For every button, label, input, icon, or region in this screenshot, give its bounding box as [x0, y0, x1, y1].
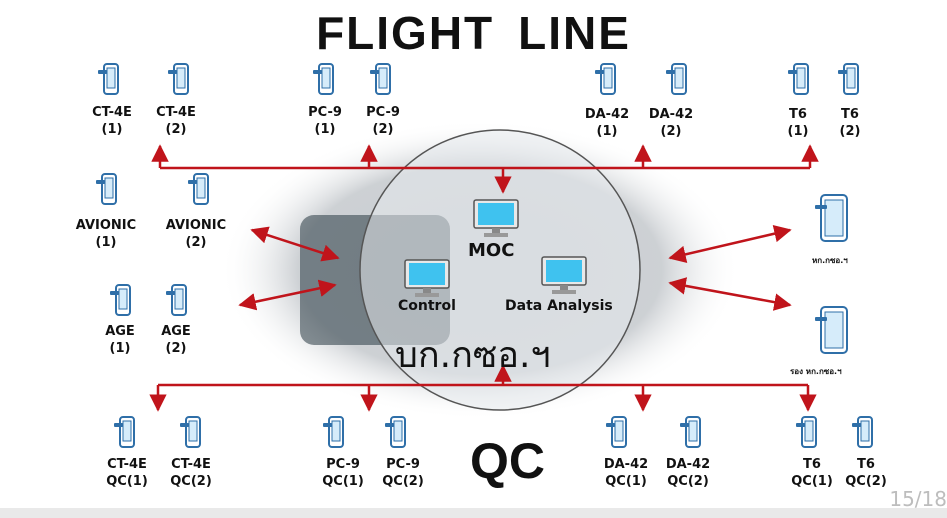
- device-label-pc9-2: PC-9(2): [366, 105, 400, 137]
- device-icon-pc9-2: [369, 63, 391, 95]
- device-icon-da42-2: [665, 63, 687, 95]
- arrow-avionic: [250, 226, 340, 262]
- device-icon-ct4e-qc2: [179, 416, 201, 448]
- device-icon-ct4e-1: [97, 63, 119, 95]
- arrow-deputy-hk: [668, 277, 792, 311]
- tablet-icon-hk: [814, 194, 848, 242]
- device-icon-avionic-2: [187, 173, 209, 205]
- device-icon-pc9-qc2: [384, 416, 406, 448]
- device-icon-t6-qc2: [851, 416, 873, 448]
- footer-bar: [0, 508, 947, 518]
- arrow-age: [238, 279, 337, 311]
- device-icon-ct4e-2: [167, 63, 189, 95]
- tablet-label-deputy-hk: รอง หก.กซอ.ฯ: [790, 367, 842, 376]
- page-number: 15/18: [889, 487, 947, 511]
- device-label-avionic-1: AVIONIC(1): [75, 218, 137, 250]
- arrow-hk: [668, 225, 792, 263]
- device-icon-da42-1: [594, 63, 616, 95]
- page-title: FLIGHT LINE: [0, 6, 947, 60]
- device-icon-avionic-1: [95, 173, 117, 205]
- tablet-icon-deputy-hk: [814, 306, 848, 354]
- device-icon-da42-qc2: [679, 416, 701, 448]
- device-label-t6-2: T6(2): [839, 107, 861, 139]
- device-icon-ct4e-qc1: [113, 416, 135, 448]
- device-label-da42-2: DA-42(2): [648, 107, 694, 139]
- device-label-age-2: AGE(2): [161, 324, 191, 356]
- control-label: Control: [398, 298, 456, 314]
- qc-label: QC: [470, 433, 545, 489]
- device-label-ct4e-1: CT-4E(1): [92, 105, 132, 137]
- center-circle: [359, 129, 641, 411]
- device-icon-t6-1: [787, 63, 809, 95]
- device-icon-age-2: [165, 284, 187, 316]
- device-label-avionic-2: AVIONIC(2): [165, 218, 227, 250]
- device-label-age-1: AGE(1): [105, 324, 135, 356]
- device-label-t6-1: T6(1): [787, 107, 809, 139]
- title-word-line: LINE: [518, 7, 631, 59]
- data-analysis-label: Data Analysis: [505, 298, 613, 314]
- device-icon-age-1: [109, 284, 131, 316]
- unit-name: บก.กซอ.ฯ: [395, 335, 551, 376]
- device-label-ct4e-2: CT-4E(2): [156, 105, 196, 137]
- title-word-flight: FLIGHT: [316, 7, 495, 59]
- moc-label: MOC: [468, 240, 515, 261]
- tablet-label-hk: หก.กซอ.ฯ: [812, 256, 848, 265]
- device-icon-t6-qc1: [795, 416, 817, 448]
- device-label-da42-1: DA-42(1): [584, 107, 630, 139]
- device-label-pc9-1: PC-9(1): [308, 105, 342, 137]
- device-icon-pc9-1: [312, 63, 334, 95]
- device-icon-da42-qc1: [605, 416, 627, 448]
- device-icon-pc9-qc1: [322, 416, 344, 448]
- device-icon-t6-2: [837, 63, 859, 95]
